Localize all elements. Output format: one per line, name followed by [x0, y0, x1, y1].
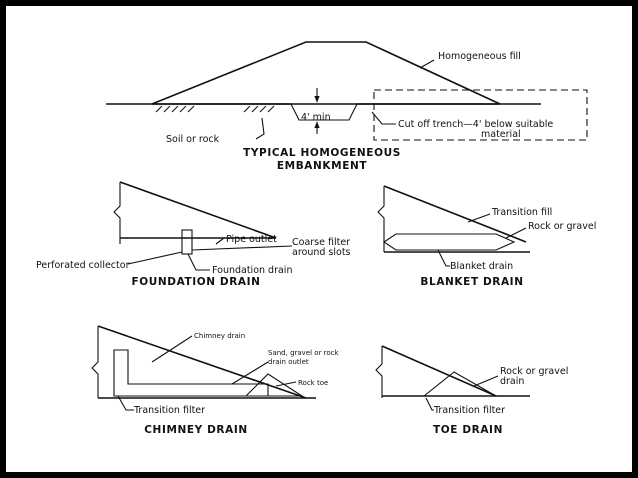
homogeneous-embankment-section: 4' min Homogeneous fill Soil or rock Cut… — [106, 41, 588, 172]
slope-line — [383, 185, 527, 243]
blanket-leader — [437, 249, 450, 267]
break-line — [377, 186, 385, 252]
slope-line — [97, 325, 307, 399]
coarse-filter-label: Coarse filter — [292, 237, 350, 248]
chimney-drain-section: Chimney drain Sand, gravel or rock drain… — [91, 325, 340, 436]
rock-toe — [244, 373, 304, 397]
cutoff-leader — [371, 111, 396, 125]
rocktoe-leader — [275, 381, 297, 387]
pipe-leader — [215, 237, 225, 245]
rock-leader — [473, 375, 499, 387]
cutoff-trench-label-line2: material — [481, 129, 521, 140]
embankment-drain-diagram: 4' min Homogeneous fill Soil or rock Cut… — [36, 41, 596, 436]
transition-filter-label: Transition filter — [433, 405, 505, 416]
slope-line — [119, 181, 277, 239]
transition-leader — [425, 397, 434, 411]
toe-drain-title: TOE DRAIN — [433, 424, 503, 436]
rock-gravel-label: Rock or gravel — [528, 221, 596, 232]
coarse-leader — [191, 245, 293, 251]
cutoff-trench — [290, 103, 358, 121]
transition-fill-label: Transition fill — [491, 207, 552, 218]
drain-leader — [187, 253, 210, 271]
transition-leader — [467, 213, 491, 223]
embankment-title-line1: TYPICAL HOMOGENEOUS — [243, 147, 401, 159]
rock-gravel-drain-label-line2: drain — [500, 376, 524, 387]
rock-gravel-drain-label: Rock or gravel — [500, 366, 568, 377]
foundation-drain-section: Pipe outlet Coarse filter around slots P… — [36, 181, 351, 288]
perforated-leader — [127, 251, 183, 265]
foundation-drain-label: Foundation drain — [212, 265, 292, 276]
break-line — [113, 182, 121, 244]
coarse-filter-label-line2: around slots — [292, 247, 351, 258]
cutoff-trench-label: Cut off trench—4' below suitable — [398, 119, 553, 130]
diagram-canvas: 4' min Homogeneous fill Soil or rock Cut… — [6, 6, 632, 472]
slope-line — [381, 345, 497, 397]
break-line — [91, 326, 99, 398]
blanket-drain-label: Blanket drain — [450, 261, 513, 272]
soil-or-rock-label: Soil or rock — [166, 134, 220, 145]
transition-filter-label: Transition filter — [133, 405, 205, 416]
soil-leader — [255, 117, 265, 140]
blanket-drain-layer — [383, 233, 516, 251]
rock-leader — [505, 227, 527, 239]
break-line — [375, 346, 383, 398]
embankment-title-line2: EMBANKMENT — [277, 160, 367, 172]
foundation-drain-filter — [181, 229, 193, 255]
pipe-outlet-label: Pipe outlet — [226, 234, 277, 245]
chimney-drain-label: Chimney drain — [194, 332, 245, 340]
rock-toe-label: Rock toe — [298, 379, 328, 387]
homogeneous-fill-label: Homogeneous fill — [438, 51, 521, 62]
sand-leader — [231, 361, 269, 385]
chimney-drain-body — [113, 349, 269, 397]
sand-gravel-label-line2: drain outlet — [268, 358, 309, 366]
blanket-drain-section: Transition fill Rock or gravel Blanket d… — [377, 185, 596, 288]
toe-drain-body — [422, 371, 499, 397]
toe-drain-section: Rock or gravel drain Transition filter T… — [375, 345, 568, 436]
ground-hatch — [155, 105, 275, 113]
blanket-drain-title: BLANKET DRAIN — [420, 276, 523, 288]
fill-leader — [419, 59, 435, 69]
chimney-leader — [151, 335, 193, 363]
min-depth-label: 4' min — [301, 112, 331, 123]
foundation-drain-title: FOUNDATION DRAIN — [131, 276, 260, 288]
transition-leader — [117, 395, 134, 411]
chimney-drain-title: CHIMNEY DRAIN — [144, 424, 248, 436]
sand-gravel-label: Sand, gravel or rock — [268, 349, 340, 357]
perforated-collector-label: Perforated collector — [36, 260, 130, 271]
